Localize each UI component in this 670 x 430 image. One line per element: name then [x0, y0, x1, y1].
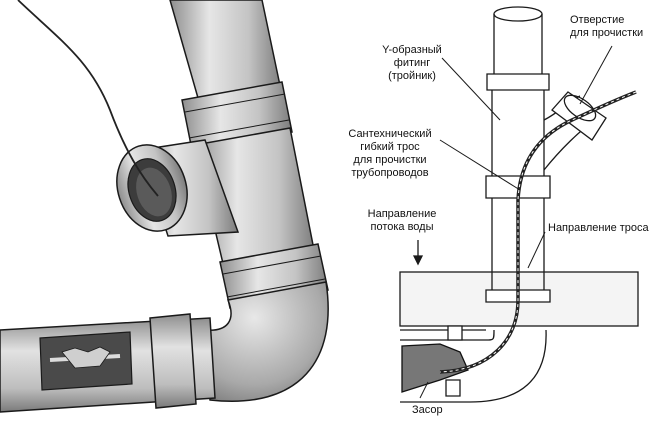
label-clog: Засор — [412, 404, 443, 416]
label-y-fitting: Y-образный фитинг (тройник) — [382, 44, 442, 82]
label-water-flow: Направление потока воды — [367, 208, 437, 233]
elbow — [204, 281, 329, 402]
horizontal-pipe — [0, 313, 216, 413]
label-cable-direction: Направление троса — [548, 222, 649, 234]
label-cleanout: Отверстие для прочистки — [570, 14, 644, 39]
cable-wire — [17, 0, 159, 197]
label-cable: Сантехнический гибкий трос для прочистки… — [348, 128, 432, 179]
leader-lines — [419, 45, 613, 399]
clog — [401, 343, 469, 393]
horizontal-drain — [400, 325, 547, 403]
water-flow-arrow — [412, 240, 424, 266]
